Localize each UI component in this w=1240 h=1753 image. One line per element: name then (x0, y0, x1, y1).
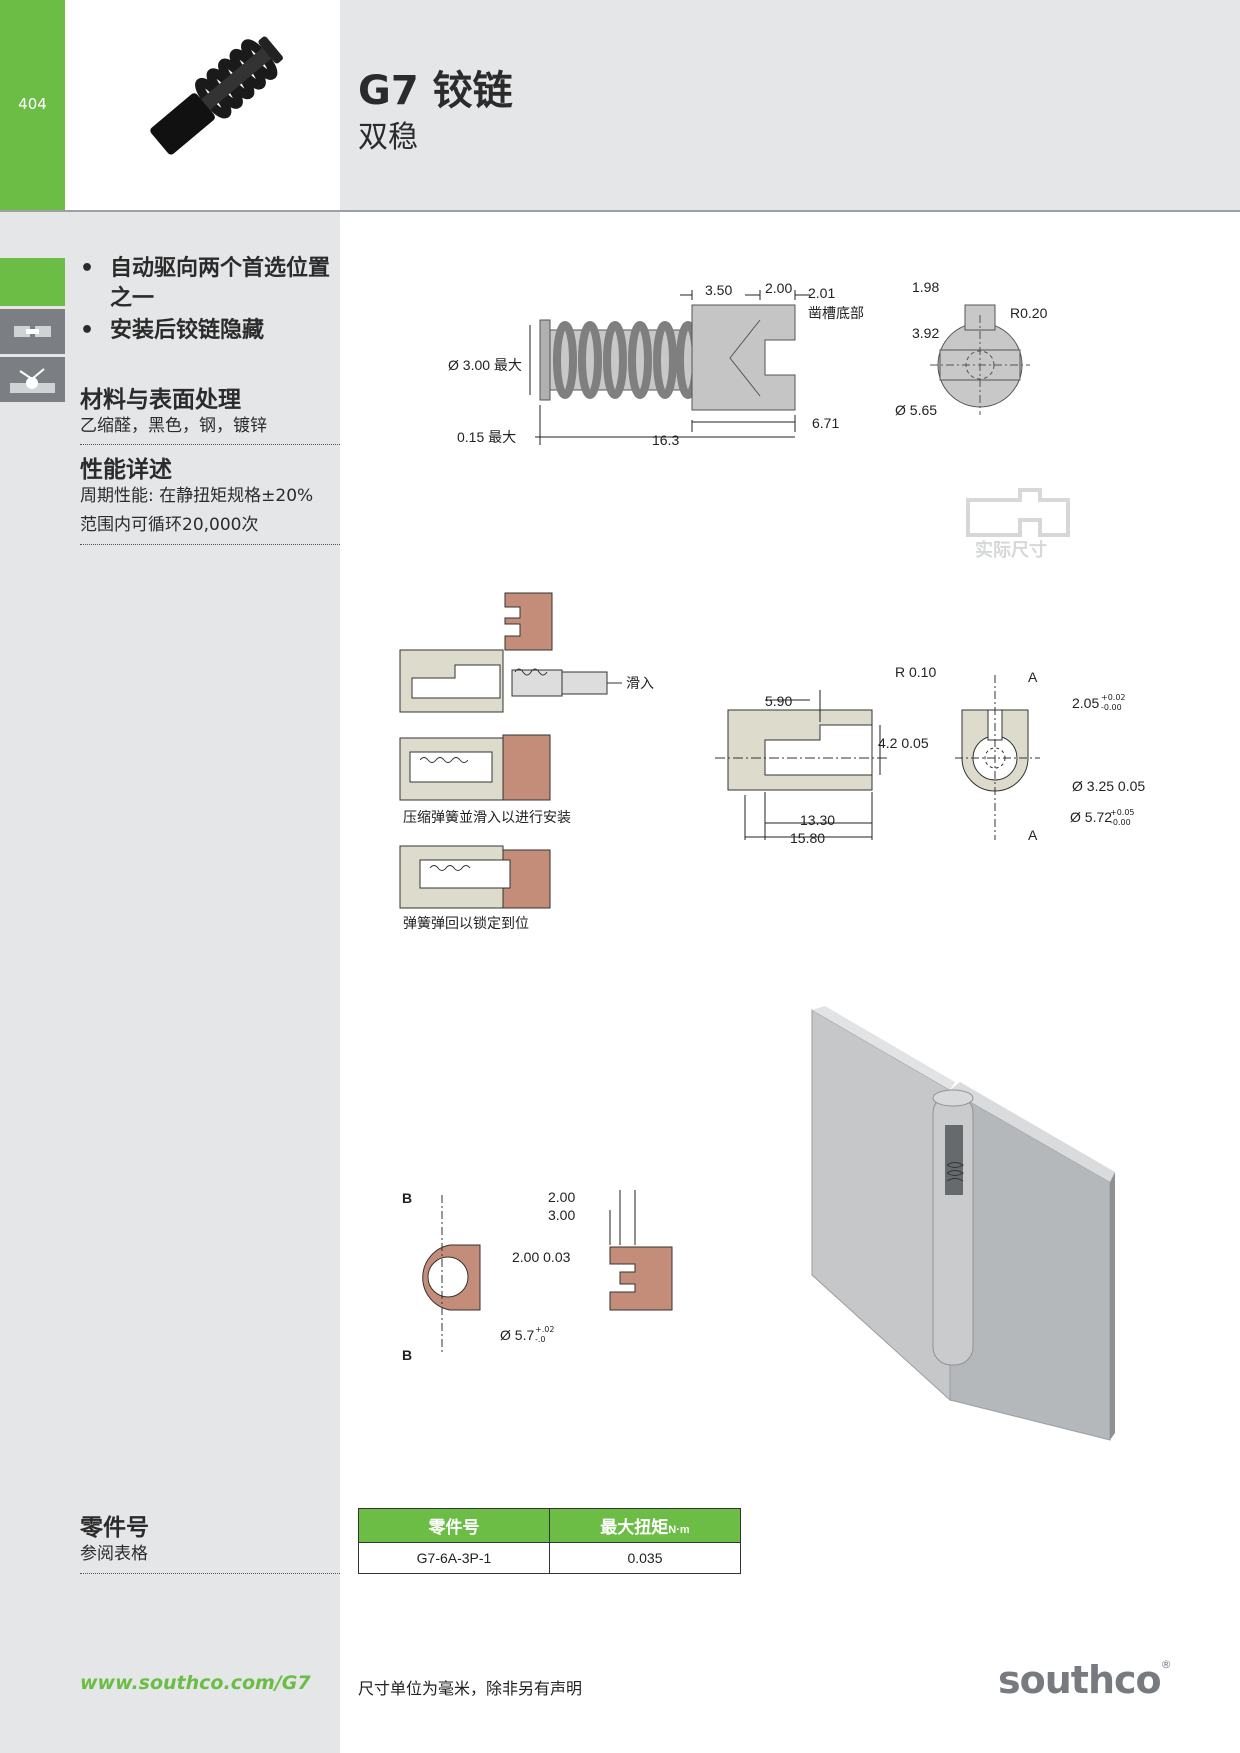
bistable-position-icon (0, 357, 65, 402)
svg-text:1.98: 1.98 (912, 279, 939, 295)
svg-text:凿槽底部: 凿槽底部 (808, 305, 864, 321)
hinge-body-icon (150, 93, 215, 155)
drawing-side-view: 3.50 2.00 2.01 凿槽底部 Ø 3.00 最大 0.15 最大 16… (448, 279, 1070, 561)
drawing-assembled (811, 1006, 1115, 1441)
svg-text:-0.00: -0.00 (1110, 818, 1131, 827)
brand-logo: southco® (998, 1658, 1172, 1702)
sidebar (0, 212, 340, 1753)
part-number-table: 零件号 最大扭矩N·m G7-6A-3P-1 0.035 (358, 1508, 741, 1574)
page-title: G7 铰链 (358, 68, 513, 114)
divider (80, 544, 340, 545)
svg-text:3.92: 3.92 (912, 325, 939, 341)
svg-text:B: B (402, 1190, 412, 1206)
table-header: 零件号 (358, 1508, 550, 1543)
page-number: 404 (18, 95, 47, 113)
table-cell: G7-6A-3P-1 (358, 1542, 550, 1574)
svg-text:2.00 0.03: 2.00 0.03 (512, 1249, 571, 1265)
svg-text:3.00: 3.00 (548, 1207, 575, 1223)
svg-text:滑入: 滑入 (626, 675, 654, 691)
svg-text:Ø 5.65: Ø 5.65 (895, 402, 937, 418)
svg-text:Ø 5.7: Ø 5.7 (500, 1327, 534, 1343)
svg-text:-0.00: -0.00 (1101, 703, 1122, 712)
svg-text:压缩弹簧並滑入以进行安装: 压缩弹簧並滑入以进行安装 (403, 809, 571, 826)
svg-text:+0.02: +0.02 (1101, 693, 1126, 702)
drawing-receiver: 5.90 4.2 0.05 13.30 15.80 R 0.10 A 2.05 … (715, 664, 1145, 846)
units-footnote: 尺寸单位为毫米，除非另有声明 (358, 1679, 583, 1698)
part-number-text: 参阅表格 (80, 1544, 148, 1564)
feature-item: •安装后铰链隐藏 (80, 318, 265, 343)
table-header: 最大扭矩N·m (549, 1508, 741, 1543)
drawing-leaf: B B Ø 5.7 +.02 -.0 2.00 3.00 2.00 0.03 (402, 1189, 673, 1363)
svg-text:2.00: 2.00 (548, 1189, 575, 1205)
svg-text:4.2 0.05: 4.2 0.05 (878, 735, 929, 751)
concealed-hinge-icon (0, 309, 65, 354)
svg-text:R0.20: R0.20 (1010, 305, 1048, 321)
svg-text:6.71: 6.71 (812, 415, 839, 431)
drawing-installation: 滑入 压缩弹簧並滑入以进行安装 弹簧弹回以锁定到位 (399, 592, 654, 932)
svg-text:3.50: 3.50 (705, 282, 732, 298)
svg-text:2.01: 2.01 (808, 285, 835, 301)
performance-heading: 性能详述 (80, 457, 172, 483)
materials-text: 乙缩醛，黑色，钢，镀锌 (80, 416, 267, 436)
svg-text:13.30: 13.30 (800, 812, 835, 828)
table-cell: 0.035 (549, 1542, 741, 1574)
table-row: G7-6A-3P-1 0.035 (358, 1542, 741, 1574)
svg-text:+0.05: +0.05 (1110, 808, 1135, 817)
svg-text:15.80: 15.80 (790, 830, 825, 846)
green-tab (0, 0, 65, 210)
feature-item: •自动驱向两个首选位置之一 (80, 256, 331, 311)
performance-text-1: 周期性能: 在静扭矩规格±20% (80, 486, 314, 506)
svg-text:0.15 最大: 0.15 最大 (457, 429, 516, 445)
svg-text:+.02: +.02 (535, 1325, 554, 1334)
svg-text:R 0.10: R 0.10 (895, 664, 936, 680)
performance-text-2: 范围内可循环20,000次 (80, 515, 259, 535)
divider (80, 444, 340, 445)
svg-text:Ø 5.72: Ø 5.72 (1070, 809, 1112, 825)
svg-text:2.00: 2.00 (765, 280, 792, 296)
sidebar-green-marker (0, 258, 65, 306)
svg-text:Ø 3.00 最大: Ø 3.00 最大 (448, 357, 522, 373)
svg-text:弹簧弹回以锁定到位: 弹簧弹回以锁定到位 (403, 916, 529, 932)
product-photo (65, 0, 340, 210)
svg-text:实际尺寸: 实际尺寸 (975, 539, 1047, 561)
svg-text:Ø 3.25 0.05: Ø 3.25 0.05 (1072, 778, 1145, 794)
page-subtitle: 双稳 (358, 120, 418, 155)
svg-text:-.0: -.0 (535, 1335, 546, 1344)
part-number-heading: 零件号 (80, 1515, 149, 1541)
website-link[interactable]: www.southco.com/G7 (80, 1672, 311, 1694)
svg-text:A: A (1028, 669, 1038, 685)
materials-heading: 材料与表面处理 (80, 387, 241, 413)
svg-text:A: A (1028, 827, 1038, 843)
svg-text:5.90: 5.90 (765, 693, 792, 709)
svg-text:B: B (402, 1347, 412, 1363)
svg-text:2.05: 2.05 (1072, 695, 1099, 711)
svg-text:16.3: 16.3 (652, 432, 679, 448)
divider (80, 1573, 340, 1574)
